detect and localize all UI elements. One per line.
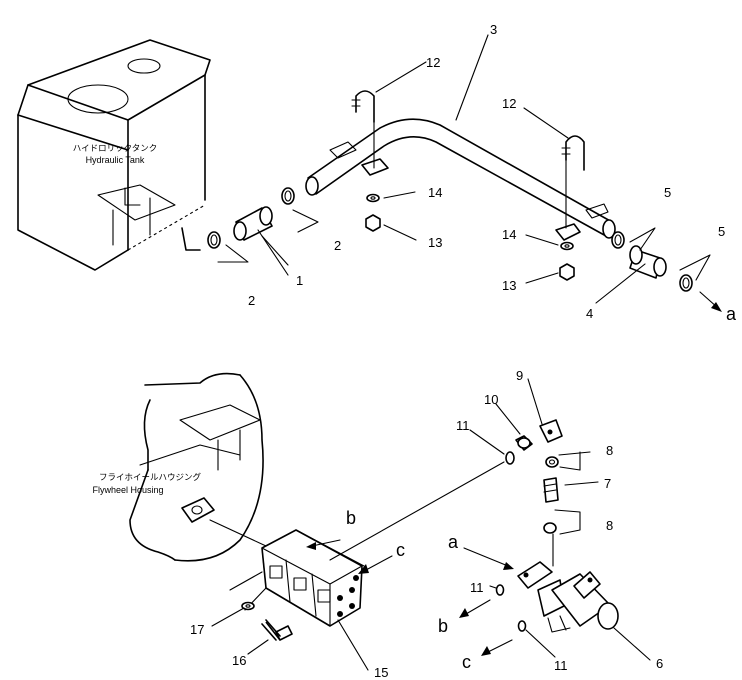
callout-2a: 2: [248, 293, 255, 308]
callout-8a: 8: [606, 443, 613, 458]
callout-15: 15: [374, 665, 388, 680]
hydraulic-pump: [229, 529, 365, 627]
callout-2b: 2: [334, 238, 341, 253]
valve-fittings: [495, 419, 651, 661]
callout-16: 16: [232, 653, 246, 668]
callout-5a: 5: [664, 185, 671, 200]
connector-a-bottom: a: [448, 532, 459, 552]
callout-5b: 5: [718, 224, 725, 239]
callout-11c: 11: [554, 658, 568, 673]
callout-17: 17: [190, 622, 204, 637]
connector-b-valve: b: [438, 616, 448, 636]
hydraulic-tank: [17, 39, 211, 271]
hydraulic-pipe: [305, 90, 616, 281]
connector-b-pump: b: [346, 508, 356, 528]
callout-1: 1: [296, 273, 303, 288]
connector-arrows: [306, 539, 514, 656]
callout-11a: 11: [456, 418, 470, 433]
callout-4: 4: [586, 306, 593, 321]
callout-13a: 13: [428, 235, 442, 250]
callout-12a: 12: [426, 55, 440, 70]
connector-c-valve: c: [462, 652, 471, 672]
callout-9: 9: [516, 368, 523, 383]
mounting-bolt: [241, 601, 293, 641]
connector-a-top: a: [726, 304, 737, 324]
flywheel-housing: [129, 372, 267, 562]
leader-lines-top: [257, 34, 569, 284]
callout-10: 10: [484, 392, 498, 407]
callout-6: 6: [656, 656, 663, 671]
leader-lines-bottom: [211, 378, 556, 671]
pump-connection-line: [329, 461, 505, 561]
connector-c-pump: c: [396, 540, 405, 560]
flywheel-label-en: Flywheel Housing: [92, 485, 163, 495]
callout-13b: 13: [502, 278, 516, 293]
callout-7: 7: [604, 476, 611, 491]
suction-hose-assembly: [207, 187, 319, 266]
tank-label-en: Hydraulic Tank: [86, 155, 145, 165]
callout-3: 3: [490, 22, 497, 37]
delivery-hose-assembly: [595, 227, 722, 312]
tank-label-jp: ハイドロリックタンク: [73, 144, 158, 154]
callout-14a: 14: [428, 185, 442, 200]
callout-11b: 11: [470, 580, 484, 595]
flywheel-label-jp: フライホイールハウジング: [99, 472, 202, 483]
callout-8b: 8: [606, 518, 613, 533]
o-ring-11-top: [505, 451, 515, 465]
callout-14b: 14: [502, 227, 516, 242]
callout-12b: 12: [502, 96, 516, 111]
